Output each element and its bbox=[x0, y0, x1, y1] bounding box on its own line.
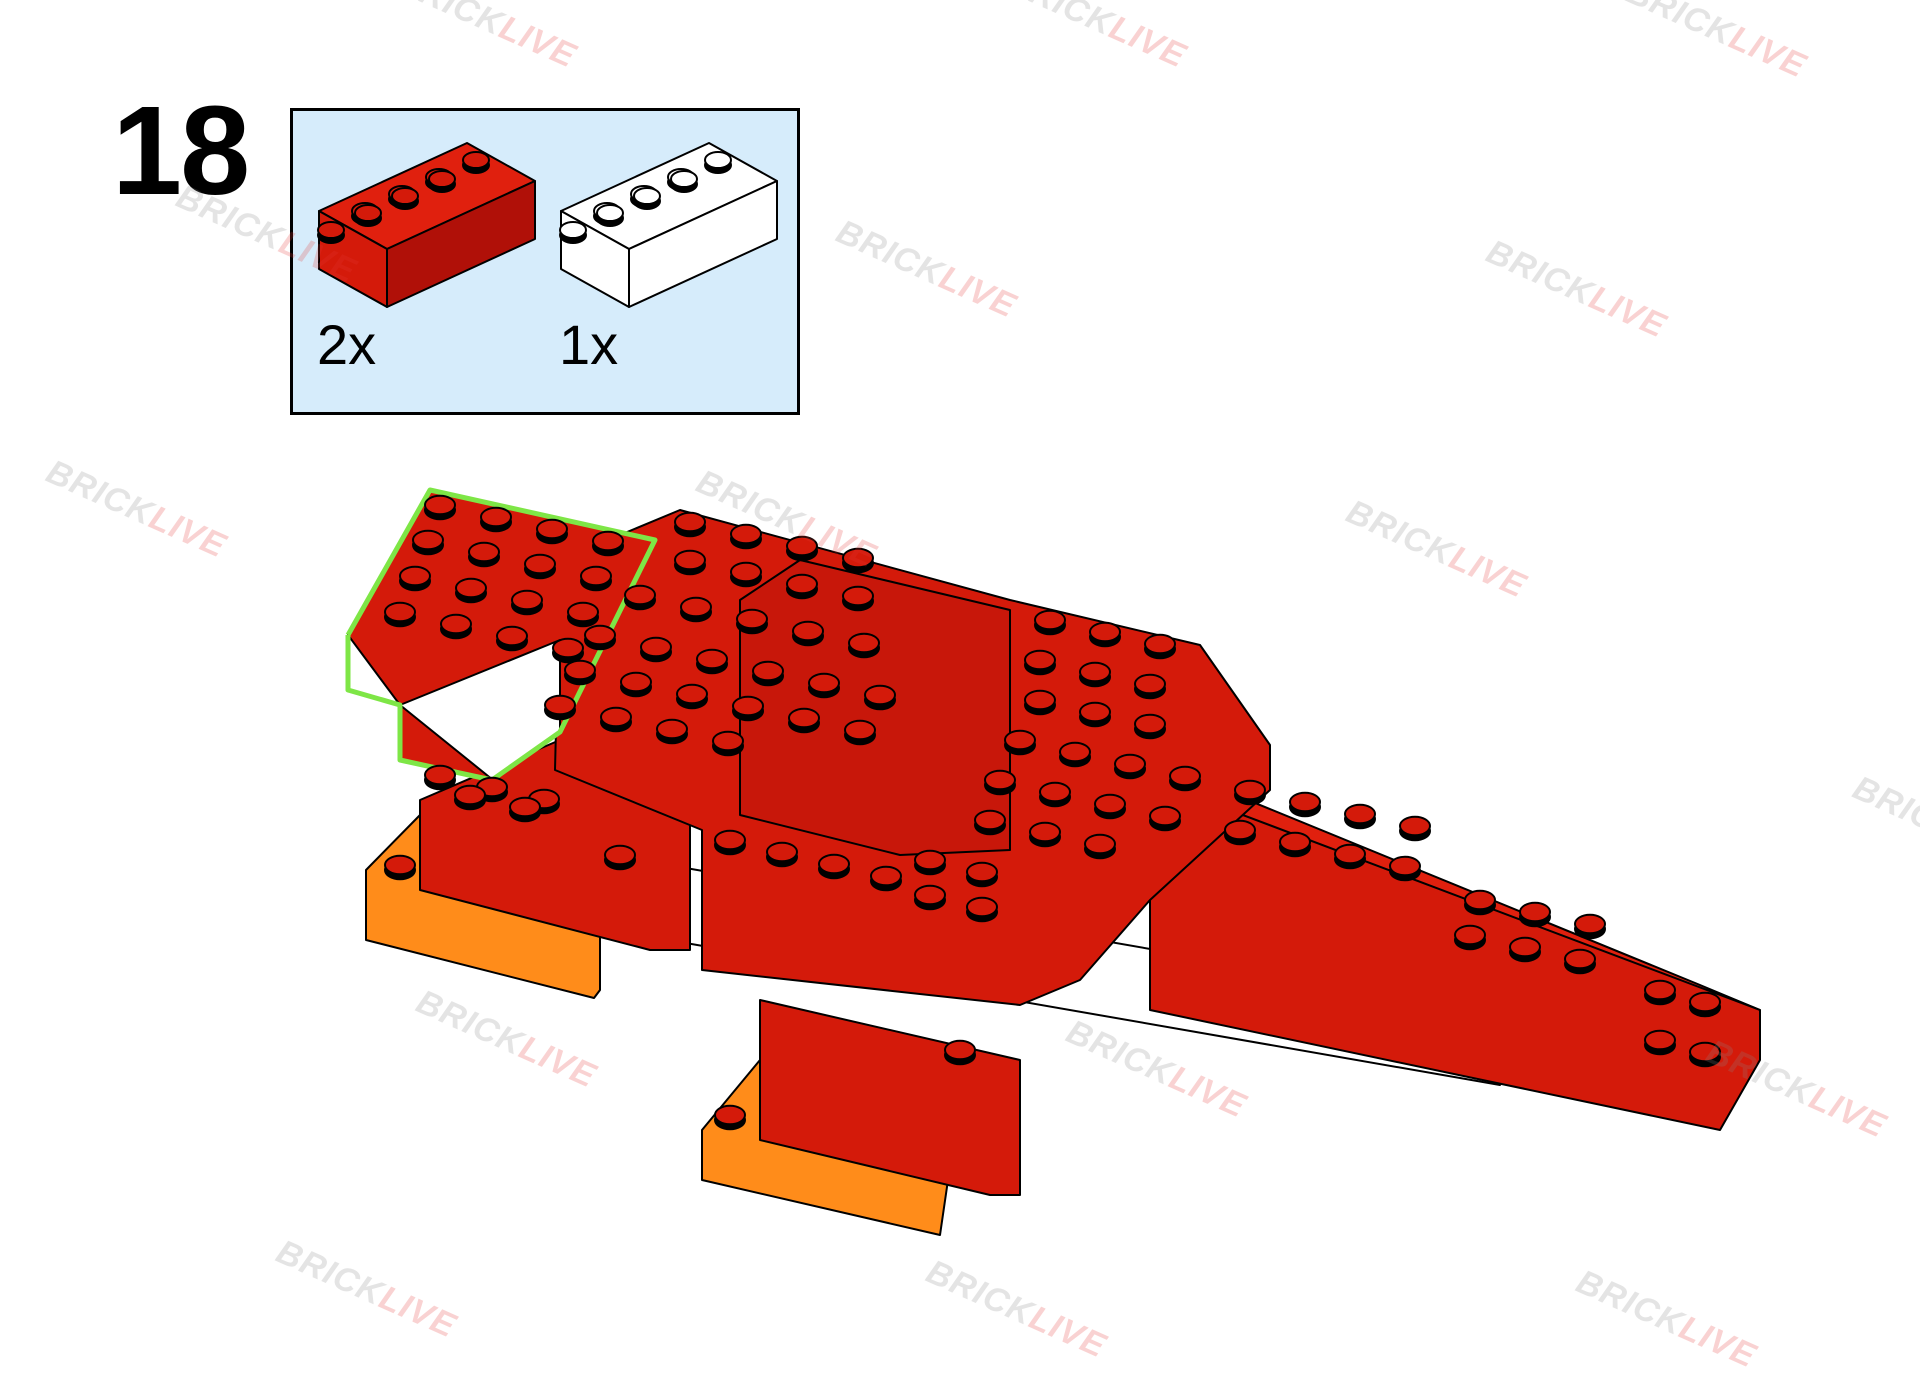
step-number: 18 bbox=[112, 80, 250, 221]
parts-list-box: 2x 1x bbox=[290, 108, 800, 415]
part-quantity: 1x bbox=[559, 313, 619, 376]
part-red-brick-2x4 bbox=[317, 142, 536, 308]
part-quantity: 2x bbox=[317, 313, 377, 376]
part-white-brick-2x4 bbox=[559, 142, 778, 308]
